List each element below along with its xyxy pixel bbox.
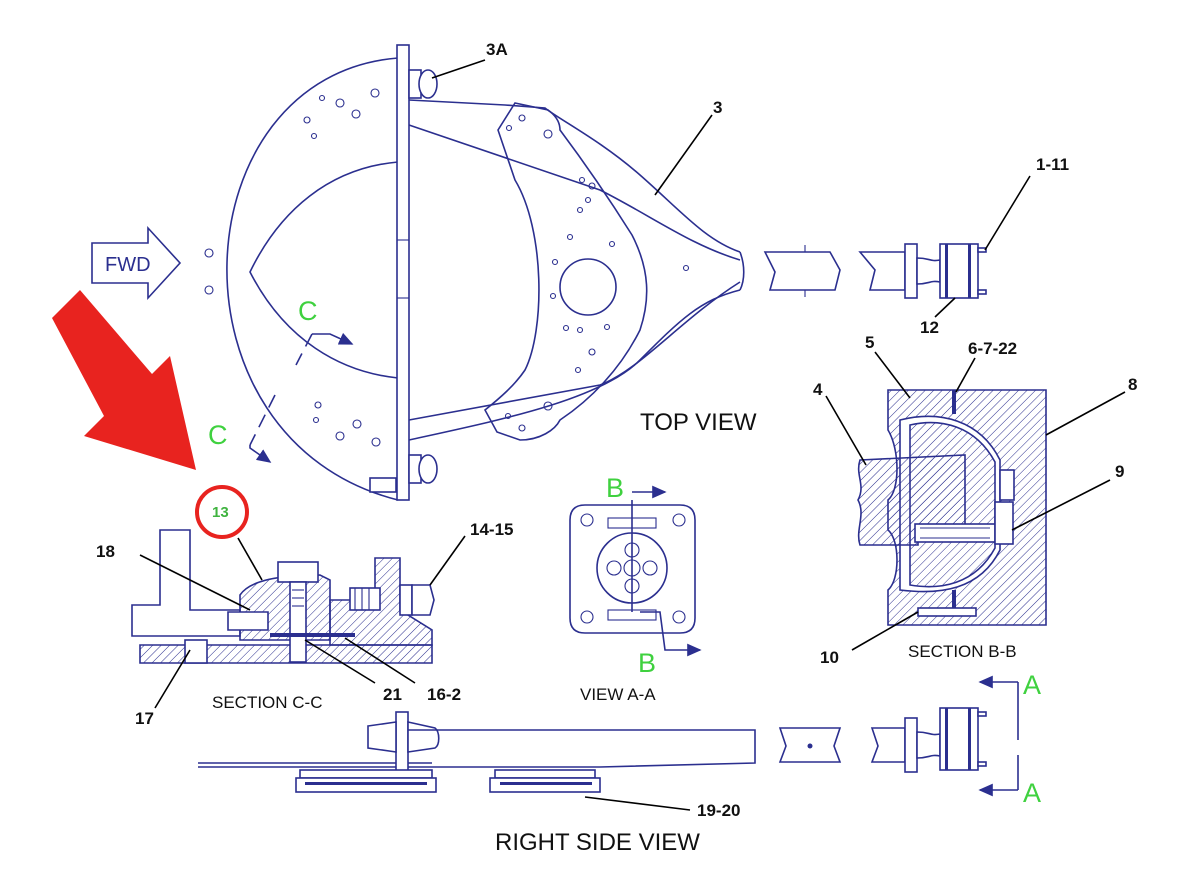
right-side-view-label: RIGHT SIDE VIEW [495,829,700,856]
base-plate-cutout [249,161,399,379]
leader-lines [139,59,1126,811]
web-holes [504,114,690,432]
web-center-hole [559,258,617,316]
section-c-bottom-marker: C [208,420,228,450]
callout-labels: 3A 3 1-11 12 5 6-7-22 8 4 9 10 18 14-15 … [96,40,1137,820]
section-c-c: SECTION C-C [131,529,435,712]
highlight-circle-13: 13 [195,485,249,539]
callout-5: 5 [865,333,874,352]
callout-14-15: 14-15 [470,520,513,539]
section-b-top-marker: B [606,473,624,503]
view-a-a: B B VIEW A-A [569,473,702,704]
web-plate [483,102,648,441]
section-a-cut-line: A A [978,670,1041,808]
section-b-bottom-marker: B [638,648,656,678]
callout-19-20: 19-20 [697,801,740,820]
right-side-view: A A RIGHT SIDE VIEW [198,670,1041,856]
callout-13: 13 [212,504,229,521]
callout-9: 9 [1115,462,1124,481]
callout-6-7-22: 6-7-22 [968,339,1017,358]
section-c-top-marker: C [298,296,318,326]
section-a-top-marker: A [1023,670,1041,700]
callout-8: 8 [1128,375,1137,394]
coupling-top [904,243,987,299]
callout-4: 4 [813,380,823,399]
section-b-b: SECTION B-B [857,389,1047,661]
callout-12: 12 [920,318,939,337]
flange-bar [396,44,410,501]
ball-stud-bottom [369,454,438,493]
callout-10: 10 [820,648,839,667]
callout-1-11: 1-11 [1036,155,1069,174]
section-c-label: SECTION C-C [212,693,323,712]
drawbar-frame-outer [408,99,741,253]
base-holes [204,88,381,447]
section-c-cut-line: C C [208,296,354,463]
pad-right [489,769,601,793]
flange-plate [569,504,696,634]
base-plate [226,57,399,501]
pad-left [295,769,437,793]
section-a-bottom-marker: A [1023,778,1041,808]
coupling-side [904,707,987,773]
callout-3a: 3A [486,40,508,59]
view-a-label: VIEW A-A [580,685,656,704]
fwd-arrow: FWD [91,225,182,301]
callout-3: 3 [713,98,722,117]
top-view: FWD C C TOP VIEW [91,44,987,501]
ball-stud-top [408,69,438,99]
fwd-label: FWD [105,254,151,276]
tongue-break [763,251,841,291]
section-b-label: SECTION B-B [908,642,1017,661]
callout-21: 21 [383,685,402,704]
top-view-label: TOP VIEW [640,409,757,436]
callout-18: 18 [96,542,115,561]
highlight-arrow [52,290,196,470]
tongue-end [858,251,906,291]
callout-16-2: 16-2 [427,685,461,704]
side-break [778,727,842,763]
callout-17: 17 [135,709,154,728]
